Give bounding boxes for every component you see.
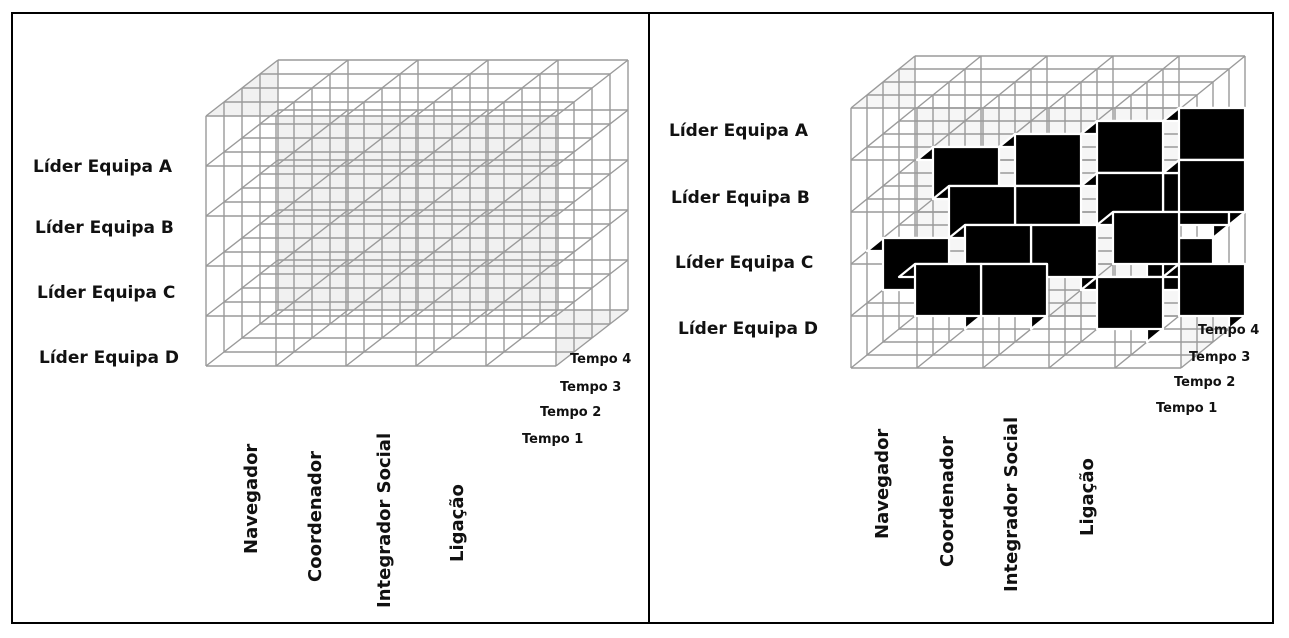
block-front-face	[1111, 210, 1181, 266]
row-label-d: Líder Equipa D	[39, 348, 180, 368]
block-front-face	[913, 262, 983, 318]
block-front-face	[1177, 106, 1247, 162]
time-label-3: Tempo 3	[1189, 350, 1251, 365]
time-label-1: Tempo 1	[1156, 401, 1218, 416]
block-front-face	[1177, 262, 1247, 318]
row-label-b: Líder Equipa B	[35, 218, 174, 238]
row-label-c: Líder Equipa C	[675, 253, 814, 273]
time-label-4: Tempo 4	[570, 352, 632, 367]
column-label-ligacao: Ligação	[447, 484, 468, 562]
row-label-b: Líder Equipa B	[671, 188, 810, 208]
row-label-d: Líder Equipa D	[678, 319, 819, 339]
block-front-face	[1095, 275, 1165, 331]
block-front-face	[1013, 132, 1083, 188]
column-label-coordenador: Coordenador	[937, 435, 958, 567]
time-label-3: Tempo 3	[560, 380, 622, 395]
time-label-4: Tempo 4	[1198, 323, 1260, 338]
time-label-2: Tempo 2	[1174, 375, 1236, 390]
block-front-face	[979, 262, 1049, 318]
panel-divider	[648, 12, 650, 624]
column-label-integrador-social: Integrador Social	[374, 432, 395, 608]
row-label-c: Líder Equipa C	[37, 283, 176, 303]
time-label-2: Tempo 2	[540, 405, 602, 420]
column-label-coordenador: Coordenador	[305, 450, 326, 582]
column-label-navegador: Navegador	[872, 428, 893, 539]
empty-cube-panel: Líder Equipa A Líder Equipa B Líder Equi…	[13, 14, 648, 622]
column-label-navegador: Navegador	[241, 443, 262, 554]
time-label-1: Tempo 1	[522, 432, 584, 447]
block-front-face	[1095, 119, 1165, 175]
column-label-ligacao: Ligação	[1077, 458, 1098, 536]
filled-cube-grid	[850, 55, 1247, 369]
row-label-a: Líder Equipa A	[669, 121, 809, 141]
empty-cube-grid	[205, 59, 629, 367]
block-front-face	[1177, 158, 1247, 214]
row-label-a: Líder Equipa A	[33, 157, 173, 177]
figure-frame	[11, 12, 1274, 624]
column-label-integrador-social: Integrador Social	[1001, 416, 1022, 592]
filled-cube-panel: Líder Equipa A Líder Equipa B Líder Equi…	[650, 14, 1272, 622]
cube-volume	[206, 60, 628, 366]
